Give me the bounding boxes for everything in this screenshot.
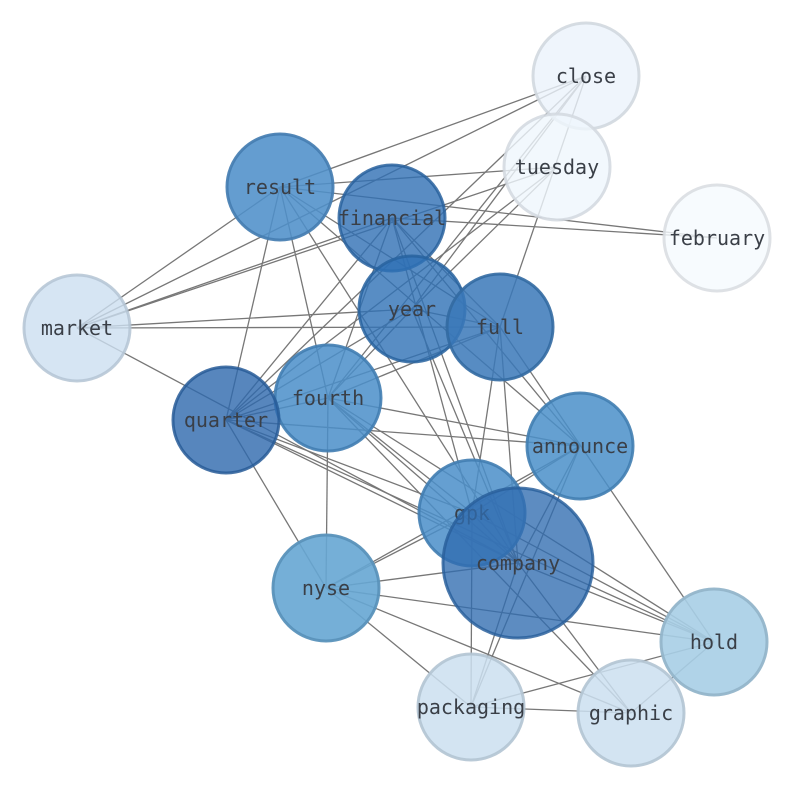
node-circle-nyse xyxy=(271,533,381,643)
node-circle-full xyxy=(445,272,555,382)
node-circle-quarter xyxy=(171,365,281,475)
node-nyse: nyse xyxy=(271,533,381,643)
node-close: close xyxy=(531,21,641,131)
node-label-hold: hold xyxy=(690,630,738,654)
node-label-february: february xyxy=(669,226,765,250)
node-label-nyse: nyse xyxy=(302,576,350,600)
node-label-company: company xyxy=(476,551,560,575)
node-circle-company xyxy=(441,486,595,640)
node-label-result: result xyxy=(244,175,316,199)
node-result: result xyxy=(225,132,335,242)
node-packaging: packaging xyxy=(416,652,526,762)
node-label-close: close xyxy=(556,64,616,88)
node-february: february xyxy=(662,183,772,293)
node-circle-announce xyxy=(525,391,635,501)
node-company: company xyxy=(441,486,595,640)
edge-tuesday-market xyxy=(76,166,558,329)
node-quarter: quarter xyxy=(171,365,281,475)
node-label-packaging: packaging xyxy=(417,695,525,719)
node-label-fourth: fourth xyxy=(292,386,364,410)
node-label-financial: financial xyxy=(338,206,446,230)
node-financial: financial xyxy=(337,163,447,273)
node-circle-packaging xyxy=(416,652,526,762)
edge-nyse-graphic xyxy=(325,587,632,714)
node-circle-market xyxy=(22,273,132,383)
node-circle-result xyxy=(225,132,335,242)
node-label-full: full xyxy=(476,315,524,339)
node-label-market: market xyxy=(41,316,113,340)
node-circle-graphic xyxy=(576,658,686,768)
node-label-quarter: quarter xyxy=(184,408,268,432)
node-announce: announce xyxy=(525,391,635,501)
edge-financial-market xyxy=(76,217,393,329)
node-graphic: graphic xyxy=(576,658,686,768)
edge-market-year xyxy=(76,308,413,329)
node-year: year xyxy=(357,254,467,364)
node-fourth: fourth xyxy=(273,343,383,453)
node-full: full xyxy=(445,272,555,382)
node-circle-hold xyxy=(659,587,769,697)
node-circle-february xyxy=(662,183,772,293)
node-circle-tuesday xyxy=(502,112,612,222)
node-label-year: year xyxy=(388,297,436,321)
node-tuesday: tuesday xyxy=(502,112,612,222)
node-label-graphic: graphic xyxy=(589,701,673,725)
node-label-announce: announce xyxy=(532,434,628,458)
node-market: market xyxy=(22,273,132,383)
node-layer: close tuesday february result financial marke… xyxy=(22,21,772,768)
node-label-tuesday: tuesday xyxy=(515,155,599,179)
node-hold: hold xyxy=(659,587,769,697)
